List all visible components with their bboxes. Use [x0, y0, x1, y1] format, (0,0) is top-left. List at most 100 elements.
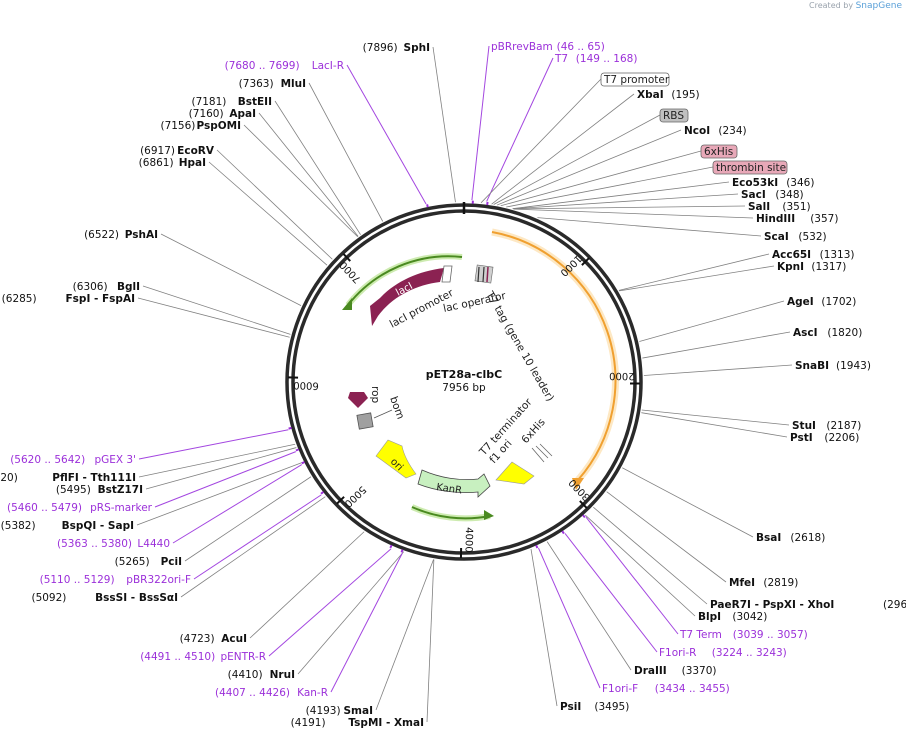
site-position: (2618) — [790, 532, 825, 544]
primer-leader-line — [585, 516, 679, 635]
primer-label: Kan-R — [297, 687, 328, 699]
site-label: StuI — [792, 420, 816, 432]
t7-terminator-mark — [531, 447, 545, 463]
site-position: (234) — [718, 125, 746, 137]
feature-box-label: RBS — [663, 110, 684, 122]
primer-label: pRS-marker — [90, 502, 153, 514]
feature-leader-line — [480, 78, 602, 204]
site-leader-line — [216, 149, 333, 260]
primer-mark — [301, 461, 305, 465]
site-position: (5265) — [115, 556, 150, 568]
site-leader-line — [138, 443, 296, 478]
primer-leader-line — [172, 464, 303, 544]
site-position: (7156) — [160, 120, 195, 132]
site-leader-line — [297, 551, 405, 675]
site-label: BspQI - SapI — [62, 520, 134, 532]
primer-label: pENTR-R — [220, 651, 266, 663]
scale-tick — [336, 496, 345, 505]
kanr-direction-arc — [410, 504, 491, 522]
site-label: NcoI — [684, 125, 710, 137]
primer-range: (5620 .. 5642) — [10, 454, 85, 466]
site-leader-line — [606, 491, 727, 583]
feature-laci — [370, 268, 444, 326]
site-leader-line — [618, 253, 770, 291]
site-label: PspOMI — [196, 120, 241, 132]
leader-lines — [136, 45, 793, 723]
site-leader-line — [160, 233, 302, 306]
site-position: (5520) — [0, 472, 18, 484]
site-leader-line — [513, 205, 746, 210]
site-leader-line — [274, 100, 361, 235]
site-label: SacI — [741, 189, 766, 201]
site-leader-line — [375, 559, 434, 711]
site-leader-line — [308, 82, 384, 222]
primer-range: (3039 .. 3057) — [733, 629, 808, 641]
site-label: BstEII — [238, 96, 272, 108]
site-position: (348) — [775, 189, 803, 201]
site-label: ApaI — [229, 108, 256, 120]
primer-label: T7 Term — [679, 629, 722, 641]
primer-range: (149 .. 168) — [576, 53, 638, 65]
site-label: PflFI - Tth111I — [52, 472, 136, 484]
feature-box-label: T7 promoter — [603, 74, 670, 86]
feature-box — [712, 160, 788, 175]
six-his-label: 6xHis — [519, 416, 547, 446]
site-leader-line — [491, 93, 635, 205]
site-position: (357) — [810, 213, 838, 225]
primer-mark — [288, 426, 292, 430]
scale-tick — [342, 253, 351, 262]
primer-mark — [561, 530, 565, 535]
site-label: HindIII — [756, 213, 795, 225]
primer-range: (4491 .. 4510) — [140, 651, 215, 663]
site-leader-line — [584, 514, 696, 617]
site-label: AscI — [793, 327, 818, 339]
site-position: (2187) — [826, 420, 861, 432]
rop-label: rop — [369, 386, 381, 404]
primer-mark — [320, 491, 324, 495]
site-leader-line — [546, 541, 632, 671]
site-position: (7160) — [189, 108, 224, 120]
site-label: FspI - FspAI — [66, 293, 136, 305]
site-leader-line — [530, 548, 558, 707]
primer-label: pBR322ori-F — [126, 574, 191, 586]
feature-box-label: 6xHis — [704, 146, 733, 158]
site-position: (1702) — [821, 296, 856, 308]
primer-mark — [400, 549, 404, 553]
site-label: PshAI — [125, 229, 158, 241]
site-position: (4191) — [291, 717, 326, 729]
site-position: (1820) — [827, 327, 862, 339]
kanr-direction-arc-line — [411, 506, 491, 520]
site-label: SphI — [404, 42, 430, 54]
primer-label: T7 — [554, 53, 568, 65]
laci-direction-arrowhead — [342, 298, 352, 310]
site-position: (6306) — [73, 281, 108, 293]
site-leader-line — [639, 300, 785, 342]
primer-range: (4407 .. 4426) — [215, 687, 290, 699]
site-label: PciI — [161, 556, 182, 568]
scale-tick-label: 4000 — [463, 527, 474, 553]
six-his-mark — [535, 445, 549, 459]
site-leader-line — [619, 265, 775, 292]
site-label: BglI — [117, 281, 140, 293]
primer-mark — [389, 544, 393, 549]
site-position: (6522) — [84, 229, 119, 241]
site-position: (4410) — [228, 669, 263, 681]
site-position: (532) — [798, 231, 826, 243]
primer-range: (46 .. 65) — [557, 41, 605, 53]
site-position: (195) — [671, 89, 699, 101]
site-leader-line — [258, 112, 359, 237]
primer-range: (3224 .. 3243) — [712, 647, 787, 659]
site-position: (5092) — [31, 592, 66, 604]
site-leader-line — [496, 129, 682, 206]
site-leader-line — [136, 461, 304, 526]
site-position: (2206) — [824, 432, 859, 444]
site-label: BlpI — [698, 611, 721, 623]
six-his-mark — [539, 443, 553, 457]
site-position: (7896) — [363, 42, 398, 54]
site-leader-line — [514, 208, 754, 219]
site-label: DraIII — [634, 665, 667, 677]
bom-leader — [373, 409, 393, 419]
site-leader-line — [593, 506, 708, 605]
feature-box — [700, 144, 738, 159]
